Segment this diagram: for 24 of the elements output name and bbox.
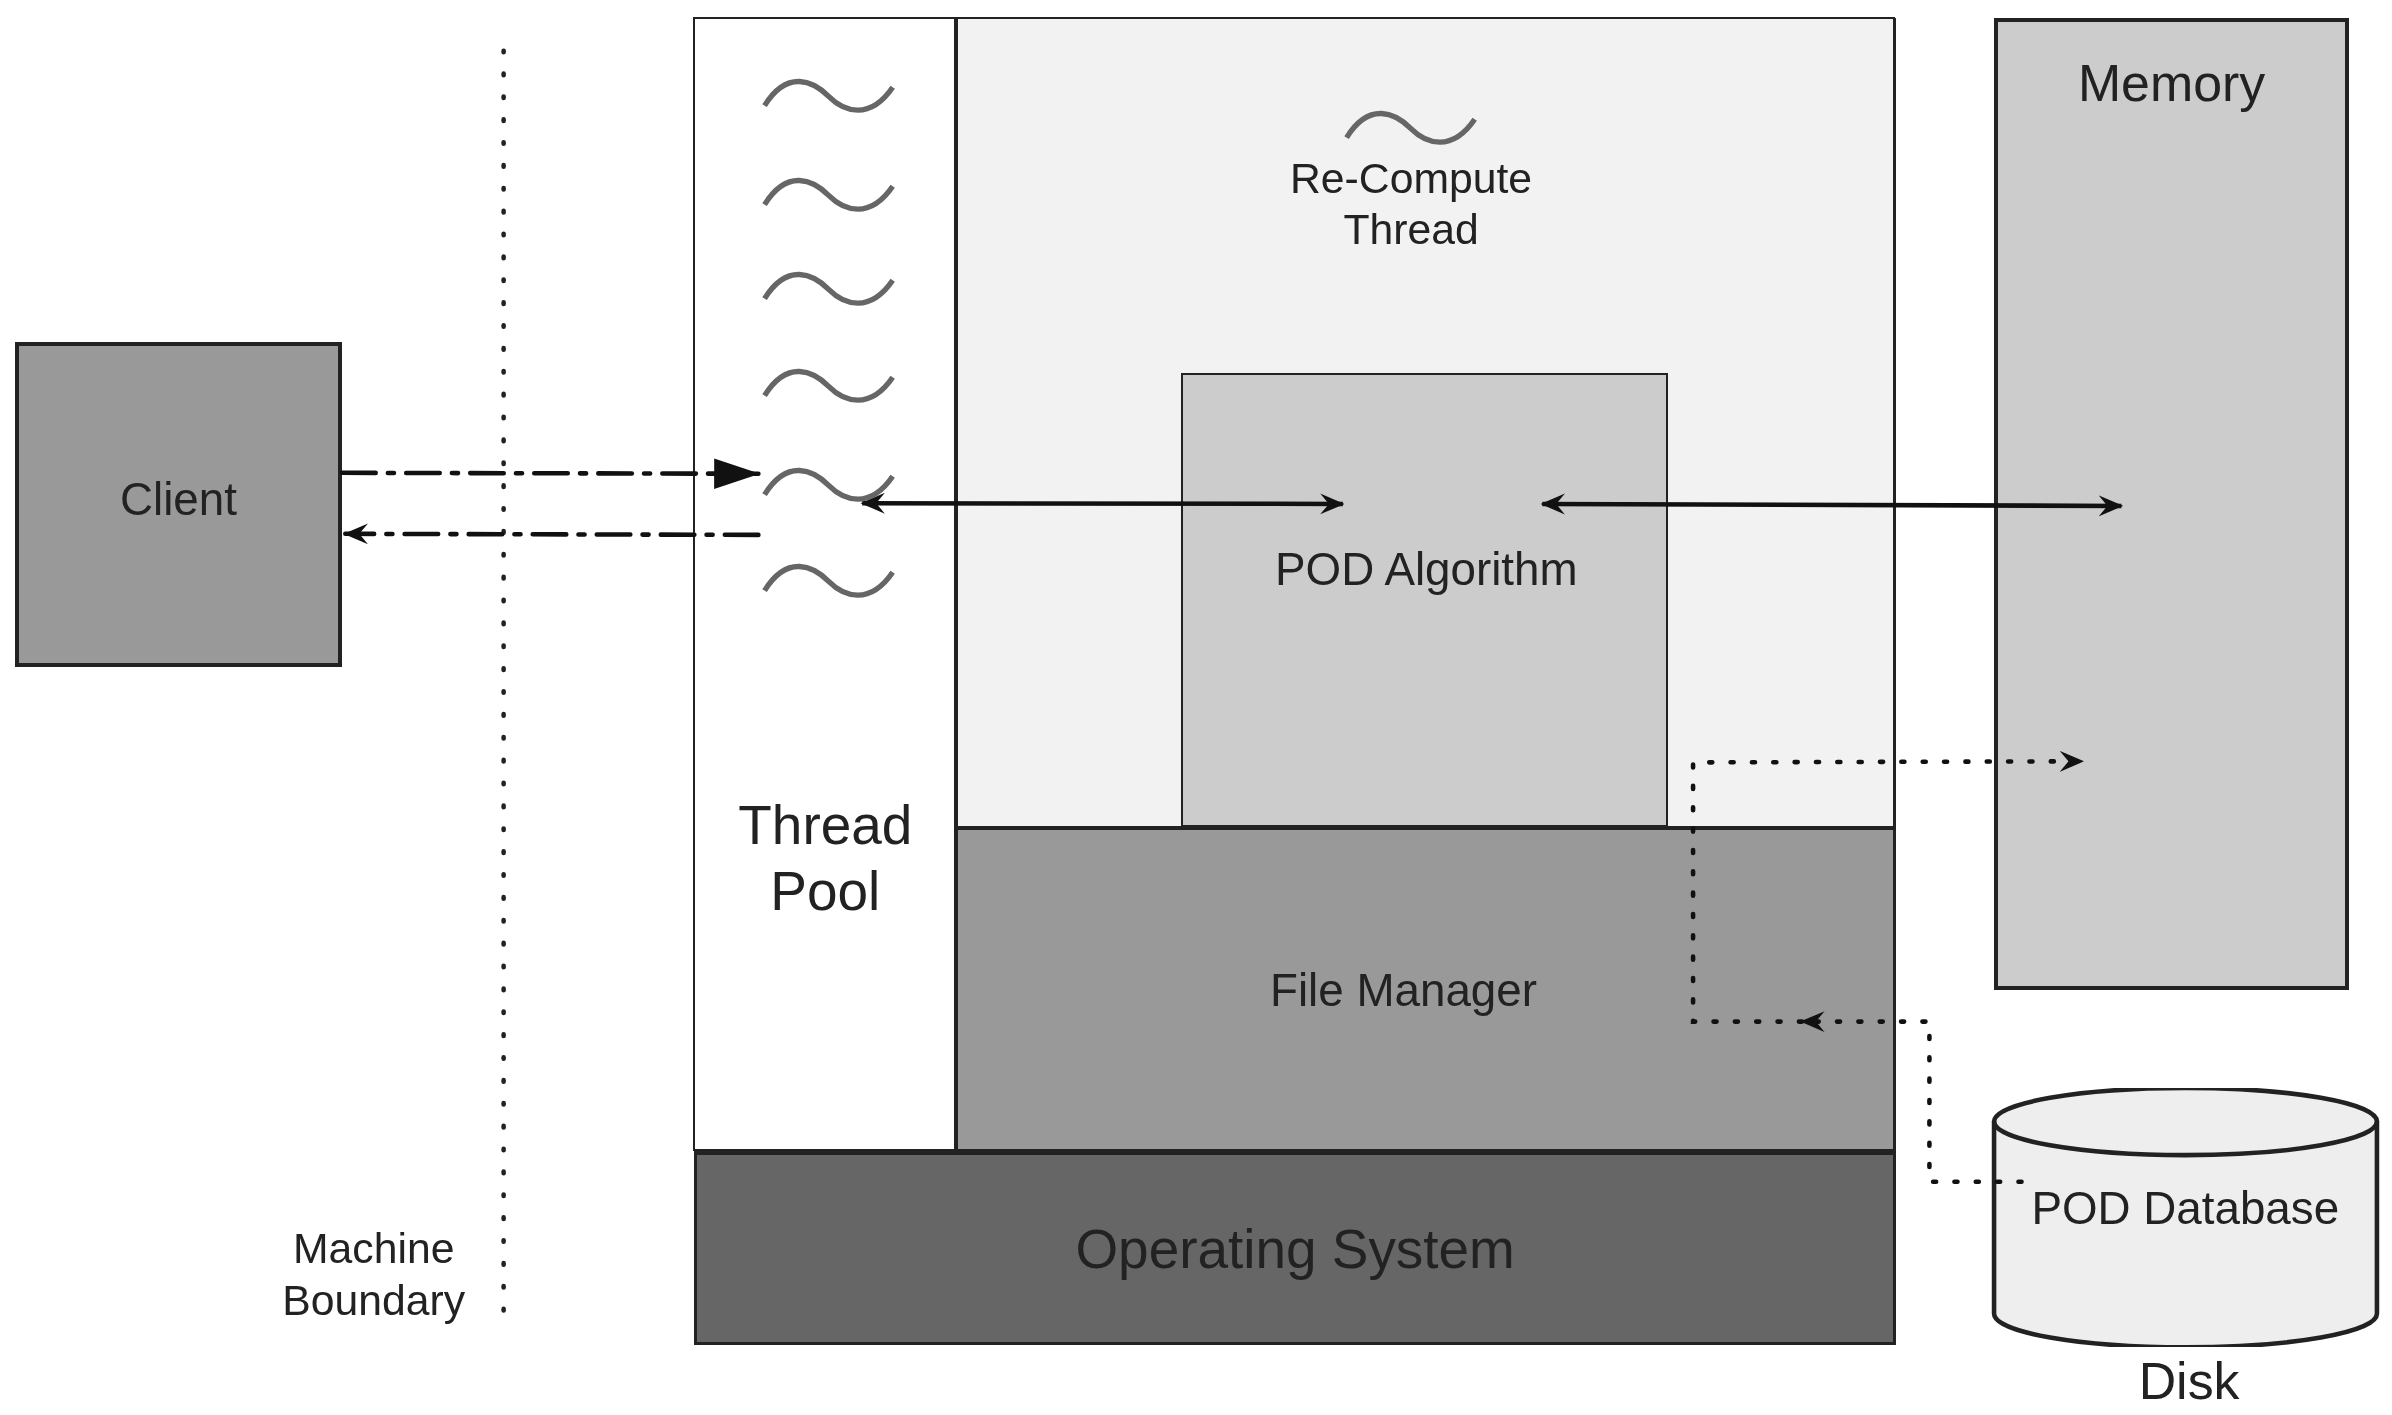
file-manager-band: [955, 827, 1896, 1151]
algorithm-box: [1181, 372, 1668, 828]
arrow: [343, 523, 761, 545]
compute-thread-region: [955, 17, 1896, 828]
arrow: [339, 458, 761, 489]
node-label: POD Algorithm: [1274, 543, 1579, 598]
arrow: [1690, 750, 2085, 1024]
memory-box: [1993, 18, 2350, 991]
boundary-label: Machine Boundary: [281, 1223, 467, 1326]
caption-text: Disk: [2137, 1351, 2241, 1413]
arrow: [860, 492, 1345, 515]
node-label: File Manager: [1268, 964, 1538, 1019]
client-box: [15, 341, 342, 667]
node-label: Memory: [2076, 52, 2267, 114]
server-box: [694, 18, 1897, 1152]
arrow: [1540, 493, 2124, 517]
node-label: Thread Pool: [737, 793, 914, 925]
node-label: POD Database: [2030, 1182, 2341, 1237]
thread-pool-column: [693, 17, 956, 1151]
node-label: Client: [119, 472, 238, 527]
operating-system-band: [694, 1151, 1897, 1346]
database-cylinder: [1990, 1087, 2380, 1347]
node-label: Re-Compute Thread: [1289, 152, 1534, 255]
node-label: Operating System: [1074, 1217, 1516, 1283]
